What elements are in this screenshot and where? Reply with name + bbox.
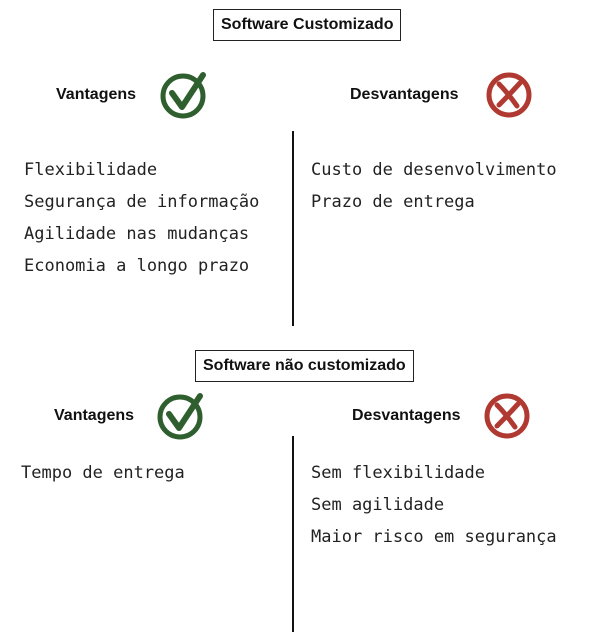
check-circle-icon — [156, 392, 204, 440]
list-item: Prazo de entrega — [311, 192, 475, 212]
list-item: Tempo de entrega — [21, 463, 185, 483]
advantages-list-custom: Flexibilidade Segurança de informação Ag… — [24, 154, 259, 282]
list-item: Flexibilidade — [24, 160, 158, 180]
list-item: Sem flexibilidade — [311, 463, 485, 483]
list-item: Sem agilidade — [311, 495, 445, 515]
disadvantages-heading-custom: Desvantagens — [350, 86, 459, 103]
disadvantages-list-custom: Custo de desenvolvimento Prazo de entreg… — [311, 154, 557, 218]
section-title-custom: Software Customizado — [213, 9, 402, 41]
advantages-heading-custom: Vantagens — [56, 86, 137, 103]
x-circle-icon — [483, 392, 531, 440]
list-item: Segurança de informação — [24, 192, 260, 212]
disadvantages-list-non-custom: Sem flexibilidade Sem agilidade Maior ri… — [311, 457, 557, 553]
disadvantages-heading-non-custom: Desvantagens — [352, 407, 461, 424]
column-divider — [292, 436, 294, 632]
check-circle-icon — [159, 71, 207, 119]
x-circle-icon — [485, 71, 533, 119]
section-title-non-custom: Software não customizado — [195, 350, 414, 382]
list-item: Custo de desenvolvimento — [311, 160, 557, 180]
list-item: Agilidade nas mudanças — [24, 224, 250, 244]
list-item: Economia a longo prazo — [24, 256, 250, 276]
list-item: Maior risco em segurança — [311, 527, 557, 547]
column-divider — [292, 131, 294, 326]
advantages-heading-non-custom: Vantagens — [54, 407, 135, 424]
advantages-list-non-custom: Tempo de entrega — [21, 457, 185, 489]
